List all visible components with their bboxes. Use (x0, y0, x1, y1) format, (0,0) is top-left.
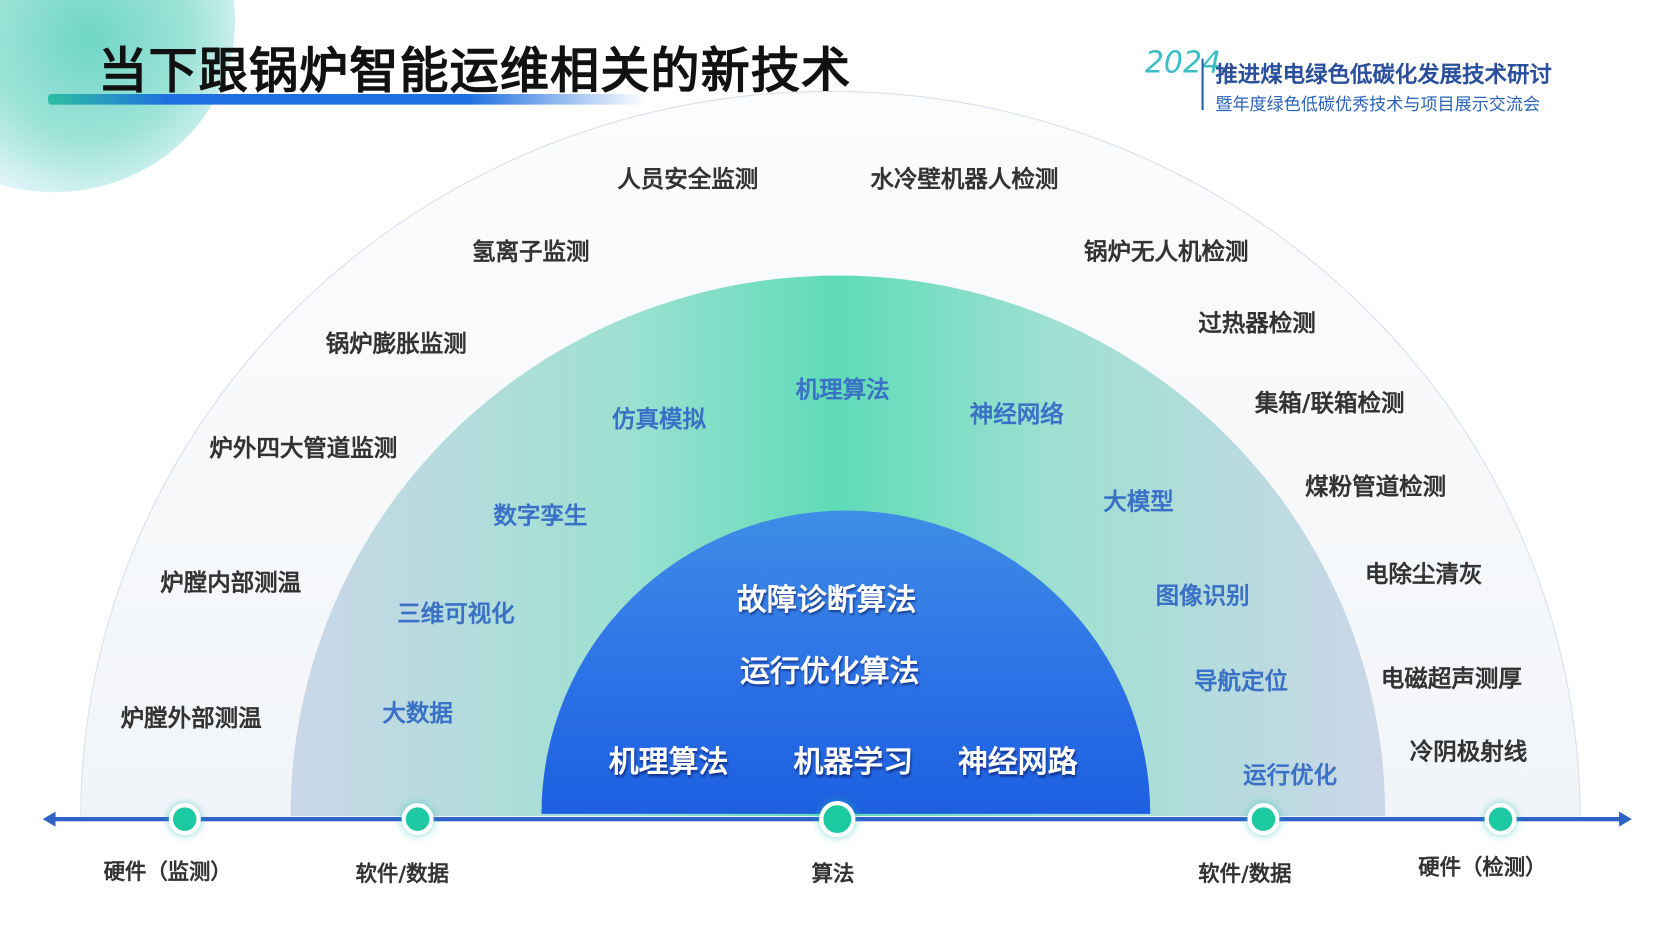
outer-item: 煤粉管道检测 (1305, 474, 1447, 501)
middle-item: 仿真模拟 (611, 406, 706, 434)
outer-item: 电除尘清灰 (1364, 561, 1483, 589)
outer-item: 炉膛内部测温 (160, 570, 302, 598)
outer-item: 炉外四大管道监测 (209, 435, 398, 463)
outer-item: 集箱/联箱检测 (1254, 390, 1405, 418)
title-underline (48, 93, 647, 105)
outer-item: 人员安全监测 (617, 166, 759, 194)
arrow-right-icon (1619, 811, 1632, 827)
outer-item: 炉膛外部测温 (120, 705, 262, 733)
outer-item: 锅炉无人机检测 (1084, 239, 1249, 266)
outer-item: 水冷壁机器人检测 (870, 166, 1059, 194)
logo-divider (1201, 58, 1204, 111)
axis-label: 硬件（监测） (103, 858, 232, 885)
outer-item: 锅炉膨胀监测 (325, 331, 467, 358)
outer-item: 过热器检测 (1198, 310, 1316, 338)
middle-item: 神经网络 (969, 401, 1064, 429)
axis-node (1247, 803, 1280, 836)
logo-line1: 推进煤电绿色低碳化发展技术研讨 (1215, 61, 1552, 88)
axis-label: 软件/数据 (355, 860, 449, 887)
arrow-left-icon (42, 811, 56, 827)
axis-node (819, 800, 856, 838)
page-title: 当下跟锅炉智能运维相关的新技术 (98, 41, 852, 100)
inner-item: 运行优化算法 (740, 653, 920, 689)
axis-node (168, 803, 201, 836)
middle-item: 运行优化 (1243, 762, 1338, 790)
logo-line2: 暨年度绿色低碳优秀技术与项目展示交流会 (1215, 93, 1541, 115)
outer-item: 氢离子监测 (472, 239, 590, 266)
middle-item: 数字孪生 (493, 503, 588, 530)
inner-item: 机理算法 (608, 744, 729, 780)
middle-item: 三维可视化 (397, 601, 515, 628)
middle-item: 图像识别 (1155, 583, 1250, 610)
middle-item: 大模型 (1103, 489, 1174, 516)
inner-item: 机器学习 (793, 744, 914, 780)
inner-item: 神经网路 (957, 744, 1078, 780)
axis-label: 算法 (811, 860, 855, 887)
middle-item: 大数据 (382, 700, 453, 728)
logo-year: 2024 (1144, 44, 1222, 81)
axis-node (1484, 803, 1517, 836)
outer-item: 电磁超声测厚 (1380, 666, 1522, 694)
middle-item: 机理算法 (795, 377, 890, 404)
axis-label: 软件/数据 (1198, 860, 1292, 887)
axis-node (401, 803, 434, 836)
axis-label: 硬件（检测） (1418, 854, 1547, 881)
inner-item: 故障诊断算法 (736, 582, 917, 618)
middle-item: 导航定位 (1194, 668, 1289, 696)
outer-item: 冷阴极射线 (1409, 739, 1528, 766)
